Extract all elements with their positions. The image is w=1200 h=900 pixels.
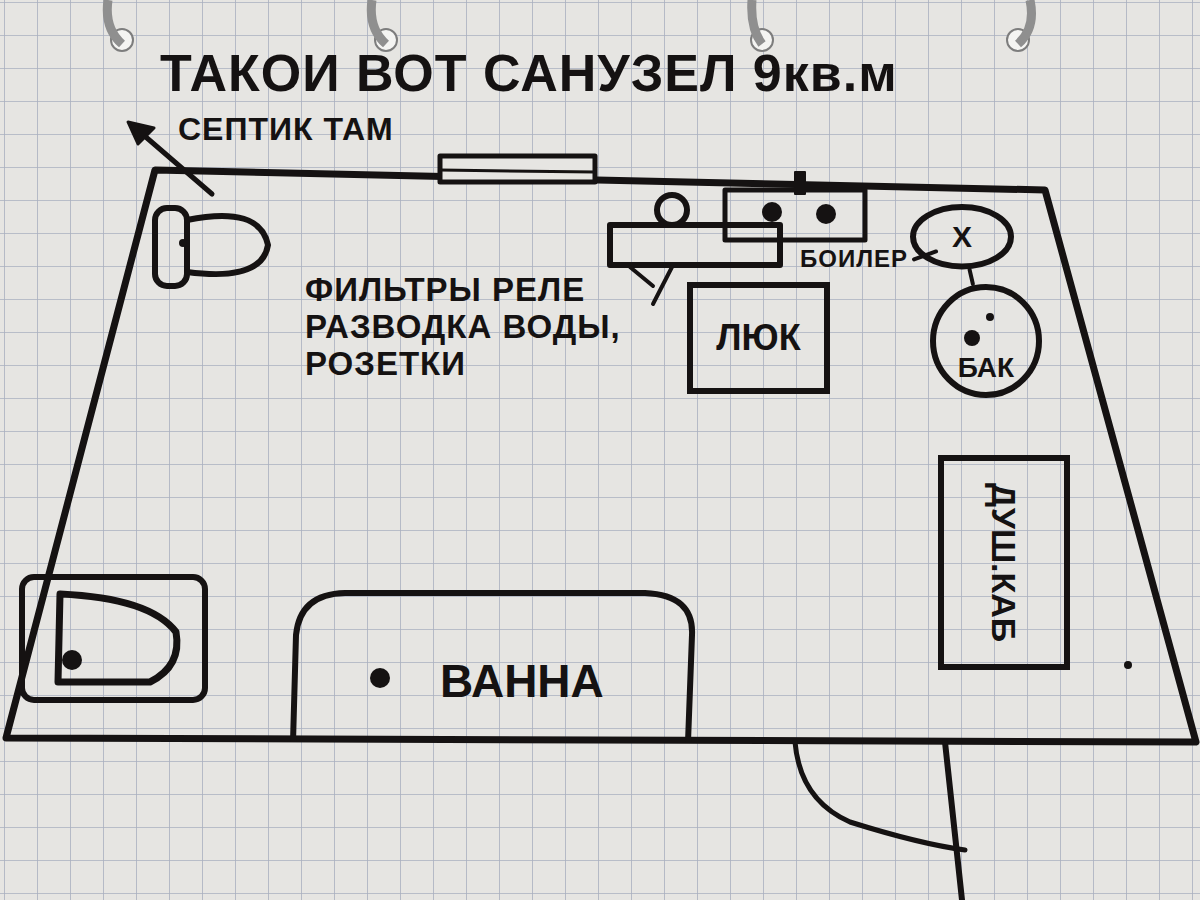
circle-outline <box>913 207 1011 267</box>
connector <box>970 270 973 285</box>
plan-drawing <box>6 122 1196 900</box>
bathtub: ВАННА <box>290 590 700 742</box>
title: ТАКОИ ВОТ САНУЗЕЛ 9кв.м <box>160 44 898 102</box>
drain-dot <box>986 313 994 321</box>
hatch-box: ЛЮК <box>687 282 830 394</box>
box-outline <box>690 285 827 391</box>
door-wall <box>945 742 962 900</box>
sink-counter <box>22 577 205 700</box>
toilet-tank <box>155 208 187 286</box>
ring <box>1018 0 1032 44</box>
ring <box>752 0 762 44</box>
shower-drain <box>1124 661 1132 669</box>
boiler-box <box>725 190 865 240</box>
ring <box>107 0 122 44</box>
node-text: X <box>952 220 972 253</box>
boiler-pipe <box>816 204 836 224</box>
drain-dot <box>370 668 390 688</box>
tank-circle: БАК <box>930 284 1042 398</box>
node-text: ВАННА <box>440 656 604 707</box>
node-text: ДУШ.КАБ <box>985 483 1022 642</box>
node-text: ЛЮК <box>716 318 800 358</box>
toilet-drain <box>179 239 187 247</box>
circle-outline <box>933 287 1039 395</box>
boiler-pipe <box>762 202 782 222</box>
room-walls <box>6 170 1196 742</box>
pipe-outlet <box>657 195 687 225</box>
filter-panel <box>610 225 780 265</box>
sink-bowl <box>58 594 177 682</box>
node-text: БАК <box>958 353 1014 384</box>
window-sill <box>440 170 595 172</box>
drain-dot <box>964 330 980 346</box>
leader-line <box>653 267 672 304</box>
boiler-circle: X <box>910 204 1014 270</box>
bath-outline <box>293 593 692 742</box>
leader-line <box>630 267 653 286</box>
shower-box: ДУШ.КАБ <box>938 455 1070 670</box>
sink-drain <box>62 650 82 670</box>
door-swing <box>795 742 965 850</box>
ring <box>371 0 386 44</box>
window <box>440 156 595 182</box>
box-outline <box>941 458 1067 667</box>
boiler-label: БОИЛЕР <box>800 246 908 273</box>
binder-rings <box>107 0 1031 51</box>
toilet-bowl <box>187 216 268 274</box>
callout-note: ФИЛЬТРЫ РЕЛЕ РАЗВОДКА ВОДЫ, РОЗЕТКИ <box>305 272 645 383</box>
arrow-head <box>128 122 154 144</box>
septic-note: СЕПТИК ТАМ <box>178 112 394 148</box>
boiler-mount <box>795 172 805 194</box>
